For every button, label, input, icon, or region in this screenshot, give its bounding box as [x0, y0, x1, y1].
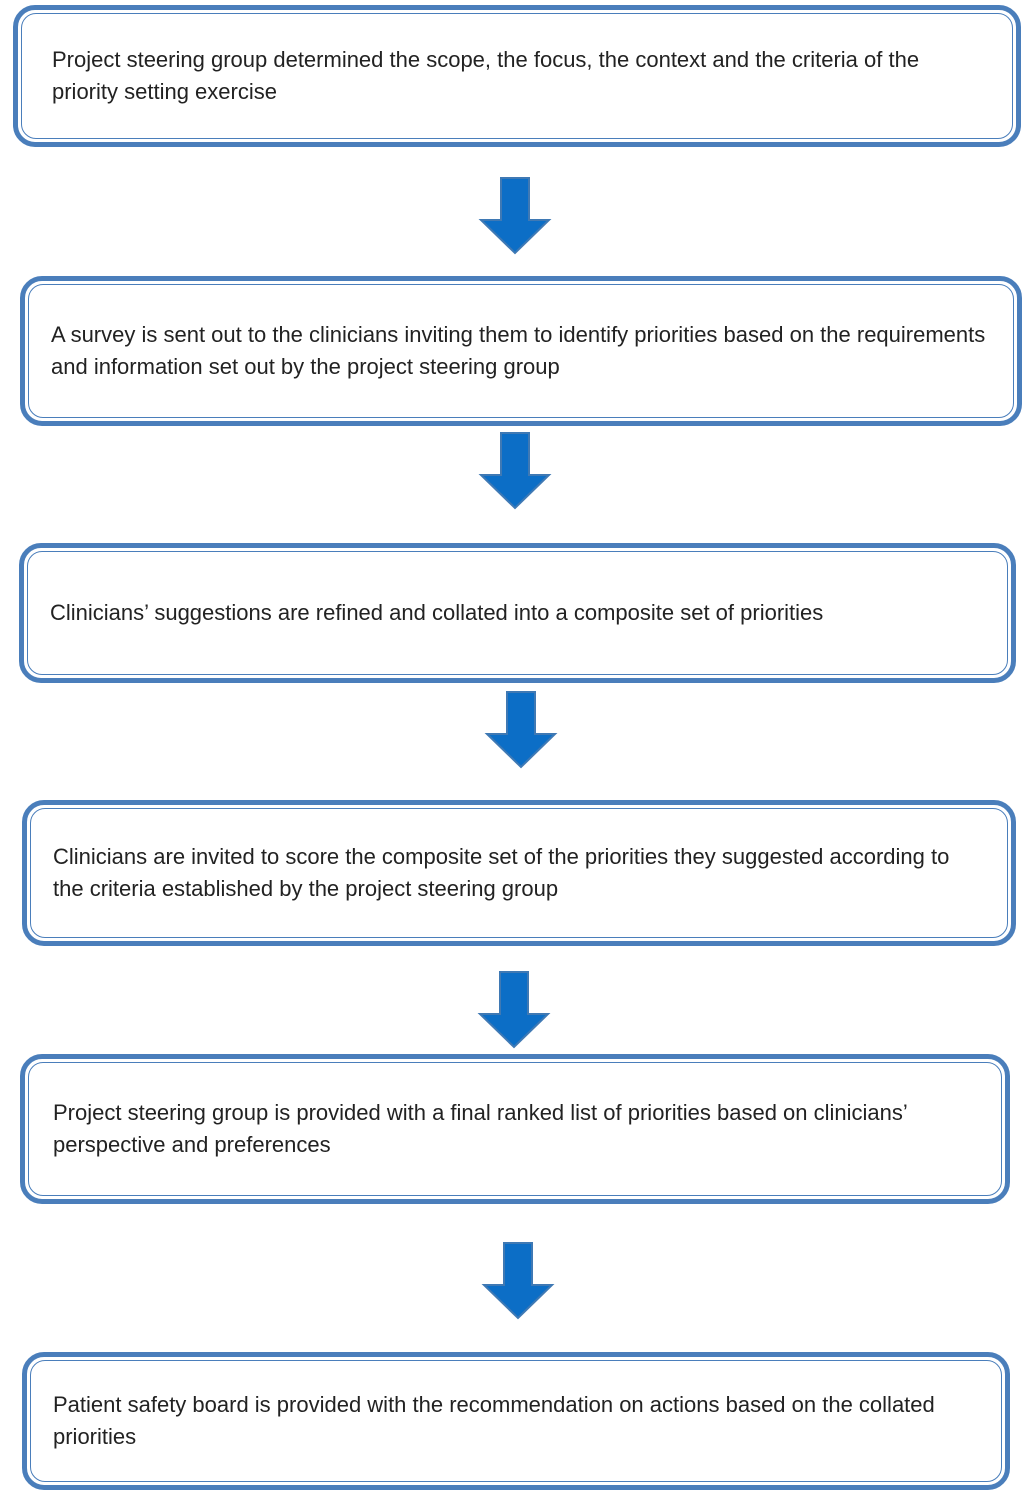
step-3-text: Clinicians’ suggestions are refined and …: [50, 600, 824, 625]
step-6-inner: Patient safety board is provided with th…: [30, 1360, 1002, 1482]
down-arrow-icon: [481, 1242, 555, 1320]
step-4-inner: Clinicians are invited to score the comp…: [30, 808, 1008, 938]
step-5-inner: Project steering group is provided with …: [28, 1062, 1002, 1196]
step-6-box: Patient safety board is provided with th…: [22, 1352, 1010, 1490]
step-2-inner: A survey is sent out to the clinicians i…: [28, 284, 1014, 418]
down-arrow-icon: [477, 971, 551, 1049]
step-3-inner: Clinicians’ suggestions are refined and …: [27, 551, 1008, 675]
step-3-box: Clinicians’ suggestions are refined and …: [19, 543, 1016, 683]
step-4-box: Clinicians are invited to score the comp…: [22, 800, 1016, 946]
down-arrow-icon: [478, 432, 552, 510]
step-1-inner: Project steering group determined the sc…: [21, 13, 1013, 139]
step-2-box: A survey is sent out to the clinicians i…: [20, 276, 1022, 426]
step-6-text: Patient safety board is provided with th…: [53, 1392, 935, 1449]
step-2-text: A survey is sent out to the clinicians i…: [51, 322, 986, 379]
step-5-box: Project steering group is provided with …: [20, 1054, 1010, 1204]
step-4-text: Clinicians are invited to score the comp…: [53, 844, 950, 901]
step-1-text: Project steering group determined the sc…: [52, 47, 920, 104]
down-arrow-icon: [484, 691, 558, 769]
step-5-text: Project steering group is provided with …: [53, 1100, 907, 1157]
step-1-box: Project steering group determined the sc…: [13, 5, 1021, 147]
down-arrow-icon: [478, 177, 552, 255]
